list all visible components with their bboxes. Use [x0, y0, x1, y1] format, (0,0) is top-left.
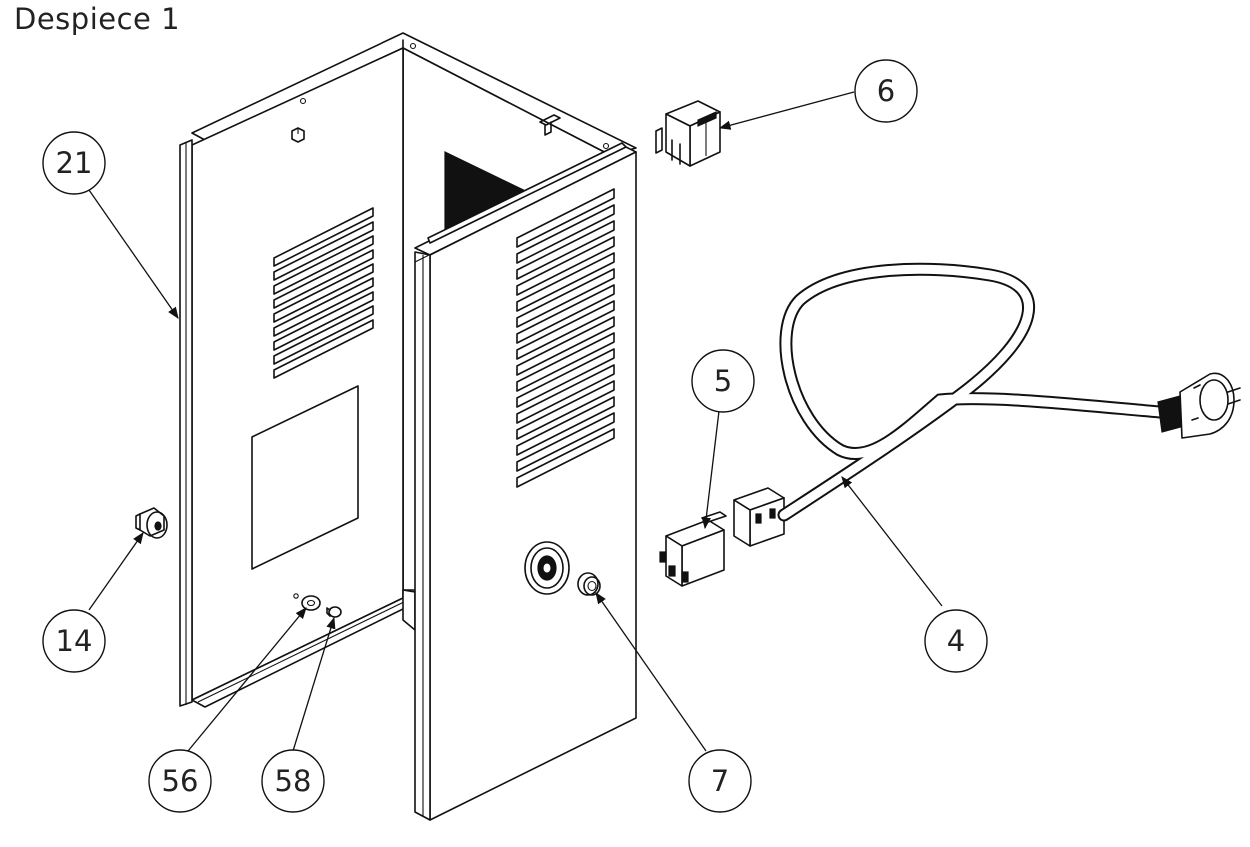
balloon-6: 6: [854, 59, 918, 123]
power-cable-icon: [733, 262, 1241, 547]
bushing-icon: [135, 507, 168, 539]
svg-text:6: 6: [877, 74, 895, 108]
drawing-title: Despiece 1: [14, 2, 181, 36]
balloon-56: 56: [148, 749, 212, 813]
door-panel-icon: [414, 142, 637, 821]
iec-socket-icon: [659, 511, 727, 587]
svg-text:21: 21: [56, 146, 93, 180]
balloon-21: 21: [42, 131, 106, 195]
svg-text:58: 58: [275, 764, 312, 798]
svg-text:4: 4: [947, 624, 965, 658]
svg-text:14: 14: [56, 624, 93, 658]
right-vent-louvers: [516, 188, 615, 488]
balloon-7: 7: [688, 749, 752, 813]
cable-gland-icon: [577, 572, 601, 596]
panel-connector-icon: [524, 541, 570, 595]
balloon-58: 58: [261, 749, 325, 813]
rocker-switch-icon: [655, 100, 721, 167]
svg-text:7: 7: [711, 764, 729, 798]
svg-text:5: 5: [714, 364, 732, 398]
balloon-5: 5: [691, 349, 755, 413]
washer-icon: [293, 593, 321, 611]
balloon-4: 4: [924, 609, 988, 673]
svg-text:56: 56: [162, 764, 199, 798]
leader-lines: [88, 91, 943, 752]
left-vent-louvers: [273, 207, 374, 379]
balloon-14: 14: [42, 609, 106, 673]
left-window-cutout: [251, 385, 359, 570]
